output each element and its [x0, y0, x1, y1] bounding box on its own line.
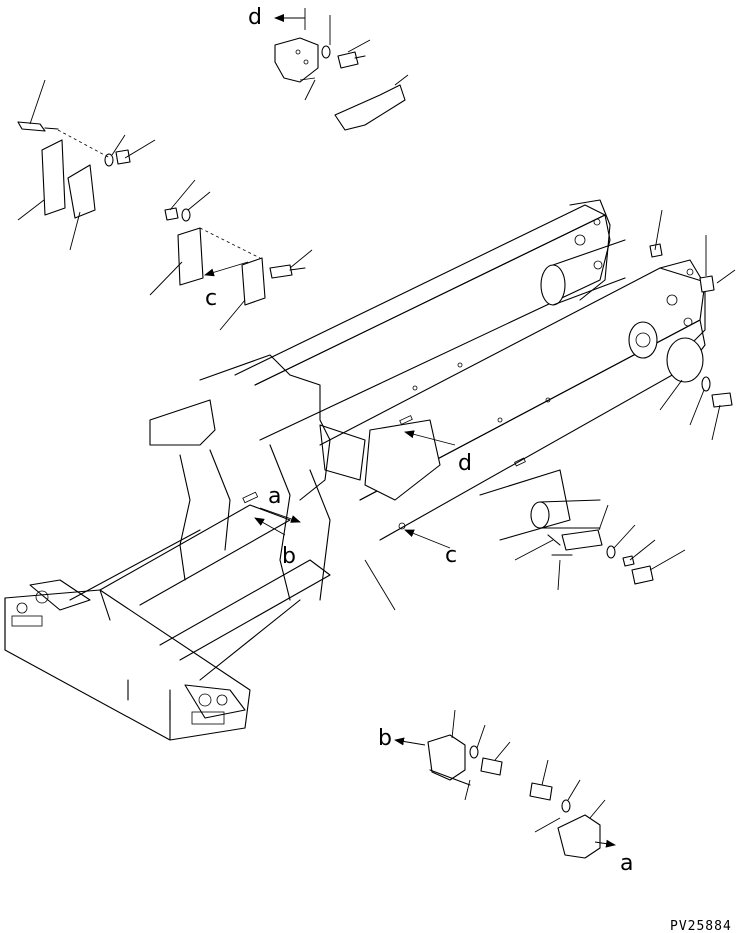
- view-arrows: [204, 14, 616, 848]
- view-label-d: d: [458, 451, 472, 476]
- main-frame: [4, 199, 706, 741]
- view-label-b: b: [378, 726, 392, 751]
- bracket-group-a: [529, 759, 606, 859]
- drawing-code: PV25884: [670, 919, 732, 933]
- view-label-c: c: [205, 286, 217, 311]
- bracket-group-c: [149, 179, 313, 331]
- view-label-a: a: [620, 851, 633, 876]
- pin-group: [514, 504, 686, 591]
- view-label-c: c: [445, 543, 457, 568]
- bracket-group-b: [427, 709, 511, 801]
- view-label-b: b: [282, 544, 296, 569]
- parts-group-rear-right: [649, 209, 736, 441]
- view-labels: d c d a b c b a: [205, 5, 633, 876]
- bracket-group-d: [274, 8, 409, 131]
- guard-group-left: [17, 79, 156, 251]
- view-label-d: d: [248, 5, 262, 30]
- view-label-a: a: [268, 484, 281, 509]
